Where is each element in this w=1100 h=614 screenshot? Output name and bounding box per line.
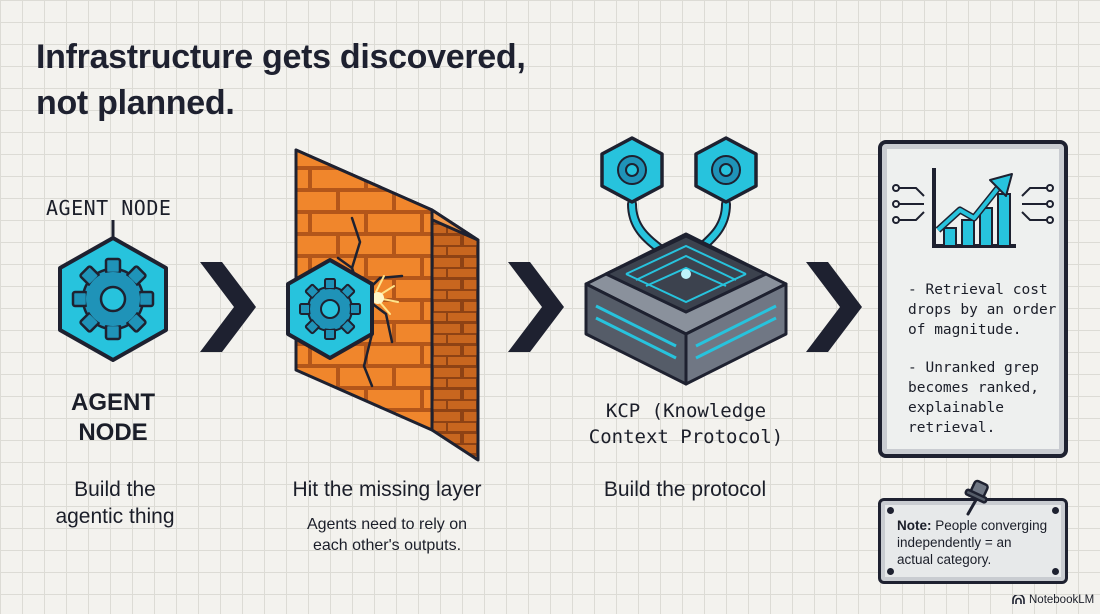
agent-node-label-line-2: NODE [78,419,148,446]
note-line-3: actual category. [897,552,992,567]
title-line-1: Infrastructure gets discovered, [36,38,526,76]
note-label: Note: [897,518,932,533]
note-text: Note: People converging independently = … [897,517,1061,568]
rising-chart-icon [892,168,1054,248]
page-title: Infrastructure gets discovered, not plan… [36,34,526,126]
bullet-retrieval-line-1: - Unranked grep [908,360,1039,376]
note-card: Note: People converging independently = … [878,498,1068,584]
step-2-subcaption-line-1: Agents need to rely on [306,516,468,533]
kcp-label: KCP (Knowledge Context Protocol) [570,398,802,450]
agent-node-hex-icon [58,220,168,362]
agent-node-label-line-1: AGENT [71,389,155,416]
pushpin-icon [964,479,989,516]
step-3-caption: Build the protocol [603,478,767,501]
chevron-right-icon [508,262,564,352]
step-2-caption: Hit the missing layer [292,478,482,501]
protocol-chip-illustration [584,136,788,386]
agent-node-label: AGENT NODE [48,388,178,448]
bullet-retrieval-line-4: retrieval. [908,420,996,436]
result-bullets: - Retrieval cost drops by an order of ma… [908,280,1058,438]
note-line-2: independently = an [897,535,1012,550]
branding-text: NotebookLM [1029,594,1095,606]
screw-icon [887,568,894,575]
step-2-subcaption: Agents need to rely on each other's outp… [262,514,512,556]
bullet-cost-line-2: drops by an order [908,302,1057,318]
bullet-retrieval: - Unranked grep becomes ranked, explaina… [908,358,1058,438]
kcp-label-line-2: Context Protocol) [588,426,784,448]
bullet-cost: - Retrieval cost drops by an order of ma… [908,280,1058,340]
step-1-caption: Build the agentic thing [30,476,200,530]
note-line-1: People converging [931,518,1048,533]
result-panel: - Retrieval cost drops by an order of ma… [878,140,1068,458]
notebooklm-logo-icon [1012,595,1025,604]
title-line-2: not planned. [36,84,235,122]
bullet-retrieval-line-2: becomes ranked, [908,380,1039,396]
screw-icon [1052,568,1059,575]
gear-hex-icon [286,258,374,360]
agent-node-top-label: AGENT NODE [46,196,172,220]
screw-icon [1052,507,1059,514]
branding: NotebookLM [1012,594,1094,606]
bullet-cost-line-1: - Retrieval cost [908,282,1048,298]
chevron-right-icon [200,262,256,352]
bullet-retrieval-line-3: explainable [908,400,1005,416]
step-1-caption-line-1: Build the [74,478,156,501]
step-2-subcaption-line-2: each other's outputs. [312,537,462,554]
screw-icon [887,507,894,514]
chevron-right-icon [806,262,862,352]
step-1-caption-line-2: agentic thing [55,505,175,528]
kcp-label-line-1: KCP (Knowledge [605,400,767,422]
bullet-cost-line-3: of magnitude. [908,322,1022,338]
